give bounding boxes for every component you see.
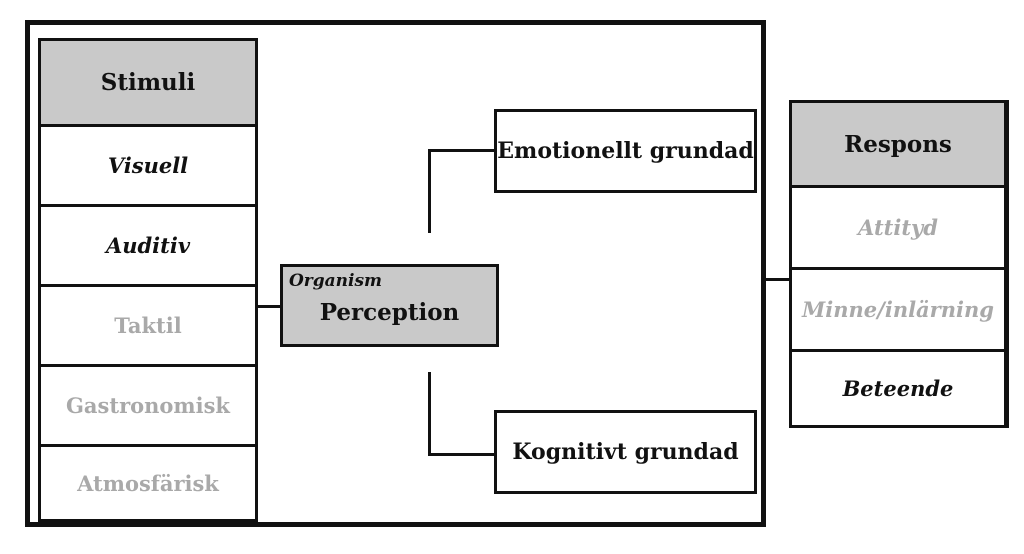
response-behavior: Beteende xyxy=(792,349,1004,425)
connector-cognitive-horizontal xyxy=(428,453,496,456)
connector-frame-respons xyxy=(766,278,792,281)
perception-box: Organism Perception xyxy=(280,264,499,347)
stimuli-header: Stimuli xyxy=(41,41,255,124)
diagram-frame xyxy=(25,20,766,527)
response-memory: Minne/inlärning xyxy=(792,267,1004,349)
stimulus-visual: Visuell xyxy=(41,124,255,204)
connector-stimuli-perception xyxy=(258,305,282,308)
stimulus-atmospheric: Atmosfärisk xyxy=(41,444,255,519)
cognitive-branch-box: Kognitivt grundad xyxy=(494,410,757,494)
organism-label: Organism xyxy=(289,271,383,291)
connector-cognitive-vertical xyxy=(428,372,431,456)
respons-header: Respons xyxy=(792,103,1004,185)
connector-emotional-horizontal xyxy=(428,149,496,152)
stimulus-auditory: Auditiv xyxy=(41,204,255,284)
response-attitude: Attityd xyxy=(792,185,1004,267)
stimulus-gastronomic: Gastronomisk xyxy=(41,364,255,444)
stimuli-column: Stimuli Visuell Auditiv Taktil Gastronom… xyxy=(38,38,258,522)
respons-column: Respons Attityd Minne/inlärning Beteende xyxy=(789,100,1009,428)
stimulus-tactile: Taktil xyxy=(41,284,255,364)
emotional-branch-box: Emotionellt grundad xyxy=(494,109,757,193)
perception-title: Perception xyxy=(319,299,460,326)
connector-emotional-vertical xyxy=(428,149,431,233)
